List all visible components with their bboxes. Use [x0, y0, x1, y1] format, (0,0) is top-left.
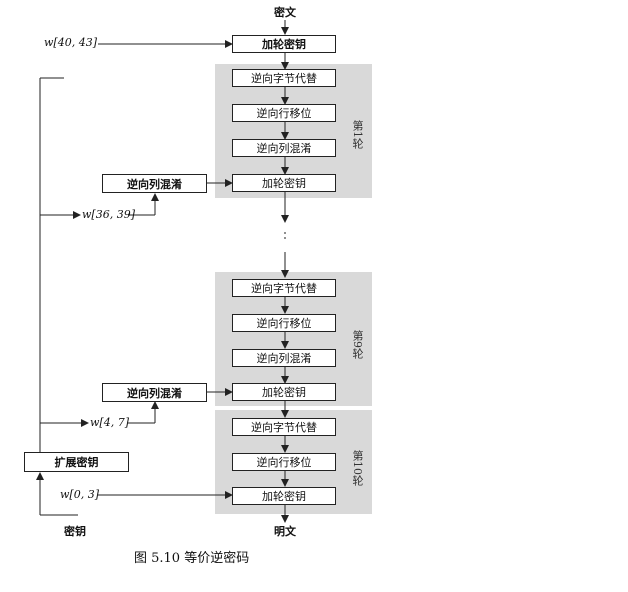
figure-caption: 图 5.10 等价逆密码 — [134, 551, 250, 566]
key-label-w4-7: w[4, 7] — [90, 416, 129, 429]
round10-add-round-key: 加轮密钥 — [232, 487, 336, 505]
key-input-label: 密钥 — [64, 525, 86, 538]
key-label-w36-39: w[36, 39] — [82, 208, 135, 221]
round1-add-round-key: 加轮密钥 — [232, 174, 336, 192]
round1-inv-mix-columns: 逆向列混淆 — [232, 139, 336, 157]
round-1-label: 第1轮 — [351, 120, 364, 149]
key-label-w40-43: w[40, 43] — [44, 36, 97, 49]
round10-inv-shift-rows: 逆向行移位 — [232, 453, 336, 471]
round9-add-round-key: 加轮密钥 — [232, 383, 336, 401]
key-inv-mix-columns-lower: 逆向列混淆 — [102, 383, 207, 402]
key-expansion-box: 扩展密钥 — [24, 452, 129, 472]
round9-inv-shift-rows: 逆向行移位 — [232, 314, 336, 332]
round10-inv-sub-bytes: 逆向字节代替 — [232, 418, 336, 436]
round1-inv-shift-rows: 逆向行移位 — [232, 104, 336, 122]
plaintext-label: 明文 — [274, 525, 296, 538]
round9-inv-sub-bytes: 逆向字节代替 — [232, 279, 336, 297]
round-9-label: 第9轮 — [351, 330, 364, 359]
round-10-label: 第10轮 — [351, 450, 364, 486]
key-inv-mix-columns-upper: 逆向列混淆 — [102, 174, 207, 193]
add-round-key-initial: 加轮密钥 — [232, 35, 336, 53]
ciphertext-label: 密文 — [274, 6, 296, 19]
round9-inv-mix-columns: 逆向列混淆 — [232, 349, 336, 367]
round1-inv-sub-bytes: 逆向字节代替 — [232, 69, 336, 87]
key-label-w0-3: w[0, 3] — [60, 488, 99, 501]
